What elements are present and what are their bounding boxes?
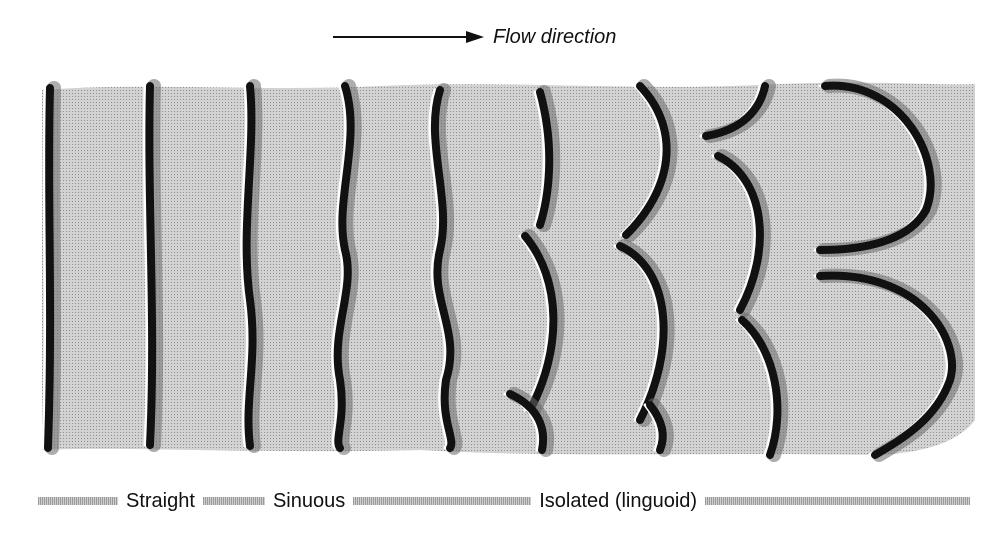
sinuous-ripple-crest xyxy=(428,83,463,455)
legend-bar xyxy=(38,497,118,505)
flow-arrow xyxy=(333,31,484,43)
flow-direction-label: Flow direction xyxy=(493,25,617,48)
isolated-ripple-crest xyxy=(503,387,555,457)
straight-ripple-crest xyxy=(240,79,264,453)
straight-ripple-crest xyxy=(142,79,164,452)
isolated-ripple-crest xyxy=(643,398,674,457)
isolated-ripple-crest xyxy=(813,78,942,257)
flow-direction: Flow direction xyxy=(333,22,616,52)
isolated-ripple-crest xyxy=(699,79,776,143)
isolated-ripple-crest xyxy=(613,239,675,427)
isolated-ripple-crest xyxy=(518,229,565,417)
legend-bar xyxy=(705,497,970,505)
isolated-ripple-crest xyxy=(533,85,561,232)
straight-ripple-crest xyxy=(41,81,62,455)
crest-type-legend: Straight Sinuous Isolated (linguoid) xyxy=(38,486,970,516)
sinuous-ripple-crest xyxy=(331,79,362,455)
isolated-ripple-crest xyxy=(619,79,678,242)
legend-sinuous: Sinuous xyxy=(272,489,346,512)
legend-isolated: Isolated (linguoid) xyxy=(539,489,698,512)
legend-bar xyxy=(202,497,265,505)
isolated-ripple-crest xyxy=(813,268,963,462)
isolated-ripple-crest xyxy=(711,149,771,317)
isolated-ripple-crest xyxy=(735,313,789,462)
legend-bar xyxy=(353,497,532,505)
legend-straight: Straight xyxy=(126,489,195,512)
